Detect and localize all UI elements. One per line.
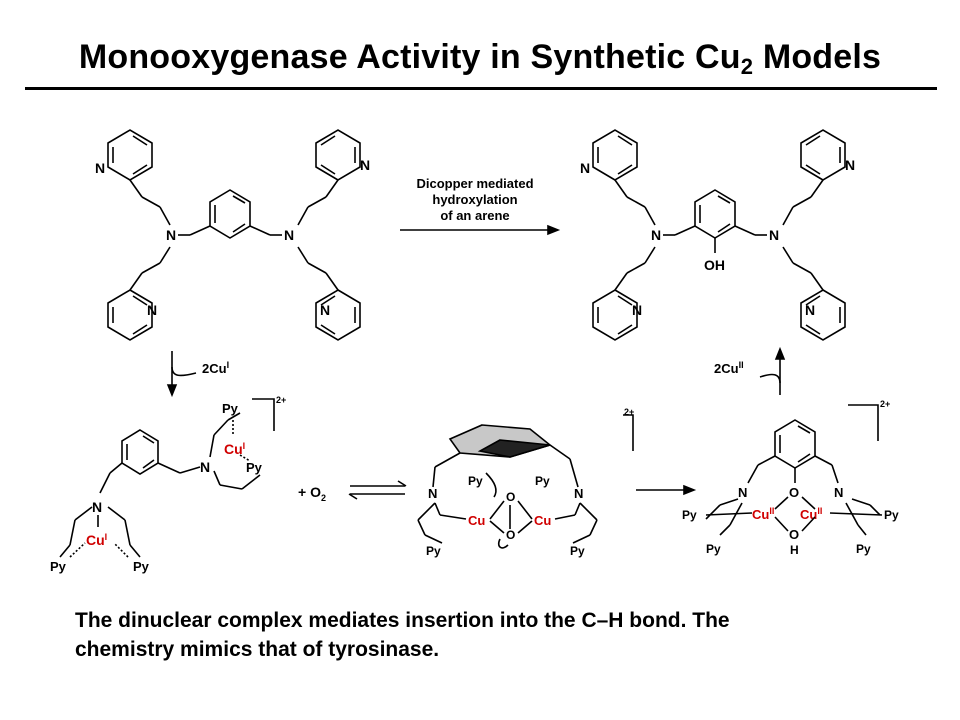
N-atom-label: N — [845, 157, 855, 173]
caption-line-2: chemistry mimics that of tyrosinase. — [75, 638, 440, 661]
pyridyl-label: Py — [133, 559, 150, 574]
hydroxylation-arrow: Dicopper mediated hydroxylation of an ar… — [400, 176, 561, 236]
N-atom-label: N — [769, 227, 779, 243]
pyridyl-label: Py — [426, 544, 441, 558]
pyridyl-label: Py — [535, 474, 550, 488]
pyridyl-label: Py — [246, 460, 263, 475]
copper-label: Cu — [468, 513, 485, 528]
N-atom-label: N — [428, 486, 437, 501]
plus-oxygen: + O2 — [298, 484, 326, 503]
page-title: Monooxygenase Activity in Synthetic Cu2 … — [0, 38, 960, 80]
reagent-copper-II: 2CuII — [714, 360, 744, 376]
pyridyl-label: Py — [856, 542, 871, 556]
hydroxyl-label: OH — [704, 257, 725, 273]
N-atom-label: N — [574, 486, 583, 501]
N-atom-label: N — [834, 485, 843, 500]
copper-II-label: CuII — [800, 506, 822, 522]
oxygen-label: O — [506, 490, 515, 504]
copper-I-label: CuI — [86, 532, 107, 548]
reagent-copper-I: 2CuI — [202, 360, 229, 376]
hydrogen-label: H — [790, 543, 799, 557]
title-divider — [25, 87, 937, 90]
arrow-label-line-3: of an arene — [440, 208, 509, 223]
N-atom-label: N — [580, 160, 590, 176]
N-atom-label: N — [147, 302, 157, 318]
copper-II-label: CuII — [752, 506, 774, 522]
N-atom-label: N — [92, 499, 102, 515]
arrow-label-line-2: hydroxylation — [432, 192, 517, 207]
title-subscript: 2 — [740, 54, 754, 79]
pyridyl-label: Py — [570, 544, 585, 558]
N-atom-label: N — [95, 160, 105, 176]
oxygen-label: O — [789, 485, 799, 500]
charge-label: 2+ — [624, 407, 634, 417]
charge-label: 2+ — [276, 395, 286, 405]
caption-line-1: The dinuclear complex mediates insertion… — [75, 609, 730, 632]
title-main: Monooxygenase Activity in Synthetic Cu — [78, 38, 741, 76]
N-atom-label: N — [738, 485, 747, 500]
forward-arrow — [636, 484, 697, 496]
copper-addition-arrow: 2CuI — [166, 351, 229, 398]
pyridyl-label: Py — [50, 559, 67, 574]
arrow-label-line-1: Dicopper mediated — [416, 176, 533, 191]
caption: The dinuclear complex mediates insertion… — [75, 606, 935, 664]
pyridyl-label: Py — [468, 474, 483, 488]
peroxo-dicopper-complex: N N Py Py O O Cu Cu Py Py 2+ — [417, 407, 634, 558]
title-end: Models — [753, 38, 882, 76]
copper-label: Cu — [534, 513, 551, 528]
copper-I-label: CuI — [224, 441, 245, 457]
N-atom-label: N — [166, 227, 176, 243]
pyridyl-label: Py — [222, 401, 239, 416]
reaction-scheme: N N N N N N Dicopper mediated hydroxylat… — [50, 129, 899, 574]
pyridyl-label: Py — [706, 542, 721, 556]
N-atom-label: N — [284, 227, 294, 243]
N-atom-label: N — [320, 302, 330, 318]
N-atom-label: N — [200, 459, 210, 475]
charge-label: 2+ — [880, 399, 890, 409]
pyridyl-label: Py — [682, 508, 697, 522]
hydroxylated-product: OH N N N N N N — [580, 129, 855, 341]
oxygen-label: O — [506, 528, 515, 542]
dicopper-I-complex: N Py Py CuI N Py Py CuI 2+ — [50, 395, 286, 574]
pyridyl-label: Py — [884, 508, 899, 522]
copper-release-arrow: 2CuII — [714, 346, 786, 395]
ligand-starting-material: N N N N N N — [95, 129, 370, 341]
N-atom-label: N — [651, 227, 661, 243]
N-atom-label: N — [805, 302, 815, 318]
oxygen-equilibrium: + O2 — [298, 480, 407, 503]
N-atom-label: N — [632, 302, 642, 318]
dicopper-II-phenoxo-complex: O N N CuII CuII O H Py Py Py Py 2+ — [682, 399, 899, 557]
N-atom-label: N — [360, 157, 370, 173]
oxygen-label: O — [789, 527, 799, 542]
